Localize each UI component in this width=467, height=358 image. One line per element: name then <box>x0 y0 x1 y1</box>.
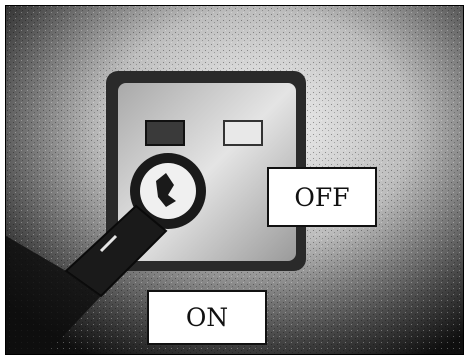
on-label-text: ON <box>185 303 229 332</box>
key-highlight <box>99 234 118 253</box>
indicator-left <box>145 120 185 146</box>
key-switch-photo <box>5 5 464 355</box>
on-label: ON <box>147 290 267 345</box>
off-label: OFF <box>267 167 377 227</box>
key-slot <box>156 173 176 207</box>
shadow-corner <box>6 236 101 354</box>
indicator-right <box>223 120 263 146</box>
off-label-text: OFF <box>294 182 350 212</box>
photo-scene <box>6 6 463 354</box>
